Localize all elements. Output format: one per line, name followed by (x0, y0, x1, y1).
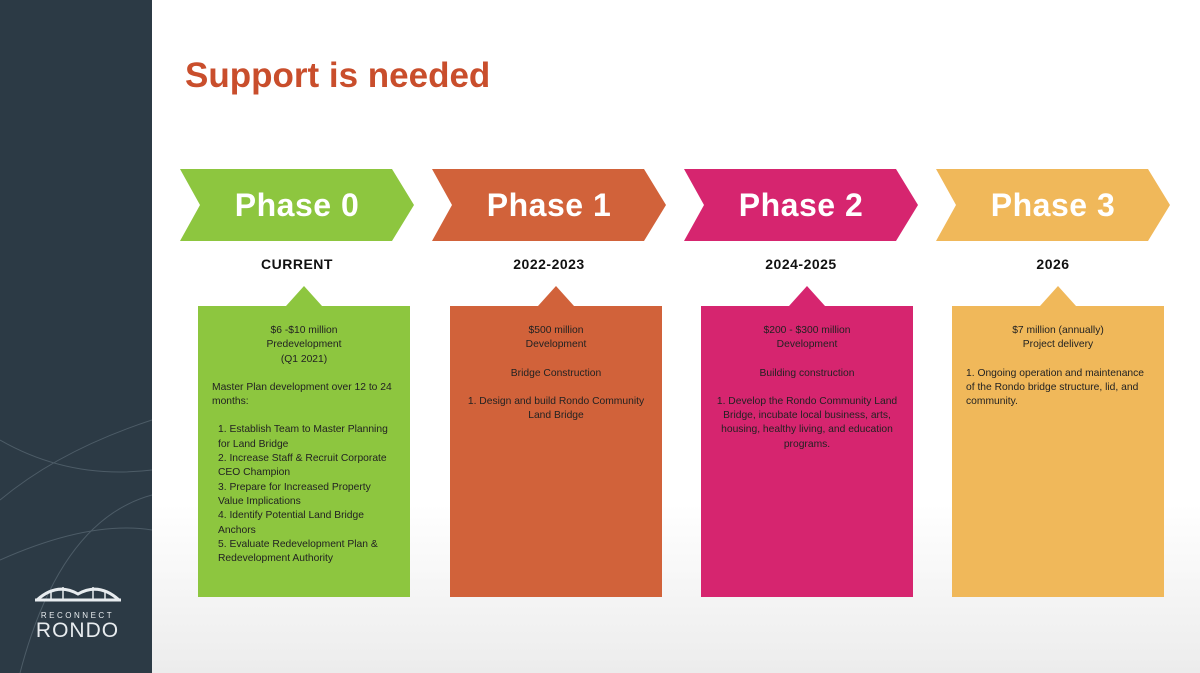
chevron-arrow-shape (936, 169, 1170, 241)
sidebar-panel: RECONNECT RONDO (0, 0, 152, 673)
card-header-line: Development (525, 339, 587, 351)
logo-line2: RONDO (35, 619, 120, 642)
spacer (966, 353, 1150, 367)
card-header-line: Development (776, 339, 838, 351)
card-intro: Master Plan development over 12 to 24 mo… (212, 381, 392, 408)
card-item-list: 1. Ongoing operation and maintenance of … (966, 367, 1150, 410)
phase-label: Phase 2 (738, 187, 864, 223)
phase-chevron: Phase 0 (180, 169, 414, 241)
phase-chevron: Phase 2 (684, 169, 918, 241)
card-list-item: 3. Prepare for Increased Property Value … (218, 481, 371, 507)
card-list-item: 2. Increase Staff & Recruit Corporate CE… (218, 453, 387, 479)
spacer (464, 353, 648, 367)
card-header-line: $200 - $300 million (763, 325, 851, 336)
logo-line1: RECONNECT (40, 611, 115, 620)
reconnect-rondo-logo: RECONNECT RONDO (20, 580, 135, 642)
card-item-list: 1. Establish Team to Master Planning for… (212, 423, 396, 566)
card-item-list: 1. Develop the Rondo Community Land Brid… (715, 395, 899, 452)
phase-period: 2022-2023 (513, 256, 585, 272)
card-list-item: 1. Ongoing operation and maintenance of … (966, 367, 1145, 408)
card-list-item: 4. Identify Potential Land Bridge Anchor… (218, 510, 364, 536)
card-header-line: (Q1 2021) (280, 353, 328, 365)
chevron-arrow-shape (180, 169, 414, 241)
card-list-item: 1. Develop the Rondo Community Land Brid… (716, 395, 898, 450)
card-pointer (538, 286, 574, 306)
card-subhead: Bridge Construction (510, 367, 602, 379)
spacer (715, 353, 899, 367)
phase-label: Phase 0 (234, 187, 360, 223)
phase-label: Phase 1 (486, 187, 612, 223)
card-list-item: 1. Design and build Rondo Community Land… (467, 395, 645, 422)
spacer (715, 381, 899, 395)
bridge-icon (34, 587, 121, 602)
spacer (212, 367, 396, 381)
card-header-line: $500 million (528, 325, 584, 336)
slide-title: Support is needed (185, 56, 491, 95)
card-list-item: 1. Establish Team to Master Planning for… (218, 424, 388, 450)
phase-period: 2026 (1036, 256, 1070, 272)
phase-period: 2024-2025 (765, 256, 837, 272)
spacer (212, 409, 396, 423)
card-pointer (286, 286, 322, 306)
phase-period: CURRENT (261, 256, 333, 272)
phase-label: Phase 3 (990, 187, 1116, 223)
card-header-line: Project delivery (1022, 339, 1094, 351)
card-subhead: Building construction (759, 367, 855, 379)
phase-detail-card: $7 million (annually) Project delivery 1. … (952, 286, 1164, 597)
spacer (464, 381, 648, 395)
chevron-arrow-shape (684, 169, 918, 241)
card-item-list: 1. Design and build Rondo Community Land… (464, 395, 648, 424)
phase-chevron: Phase 3 (936, 169, 1170, 241)
phase-chevron: Phase 1 (432, 169, 666, 241)
card-list-item: 5. Evaluate Redevelopment Plan & Redevel… (218, 538, 378, 565)
card-pointer (1040, 286, 1076, 306)
decorative-lines (0, 419, 152, 673)
card-header-line: Predevelopment (266, 339, 342, 351)
card-header-line: $7 million (annually) (1012, 325, 1104, 336)
card-pointer (789, 286, 825, 306)
card-header-line: $6 -$10 million (270, 325, 338, 336)
chevron-arrow-shape (432, 169, 666, 241)
